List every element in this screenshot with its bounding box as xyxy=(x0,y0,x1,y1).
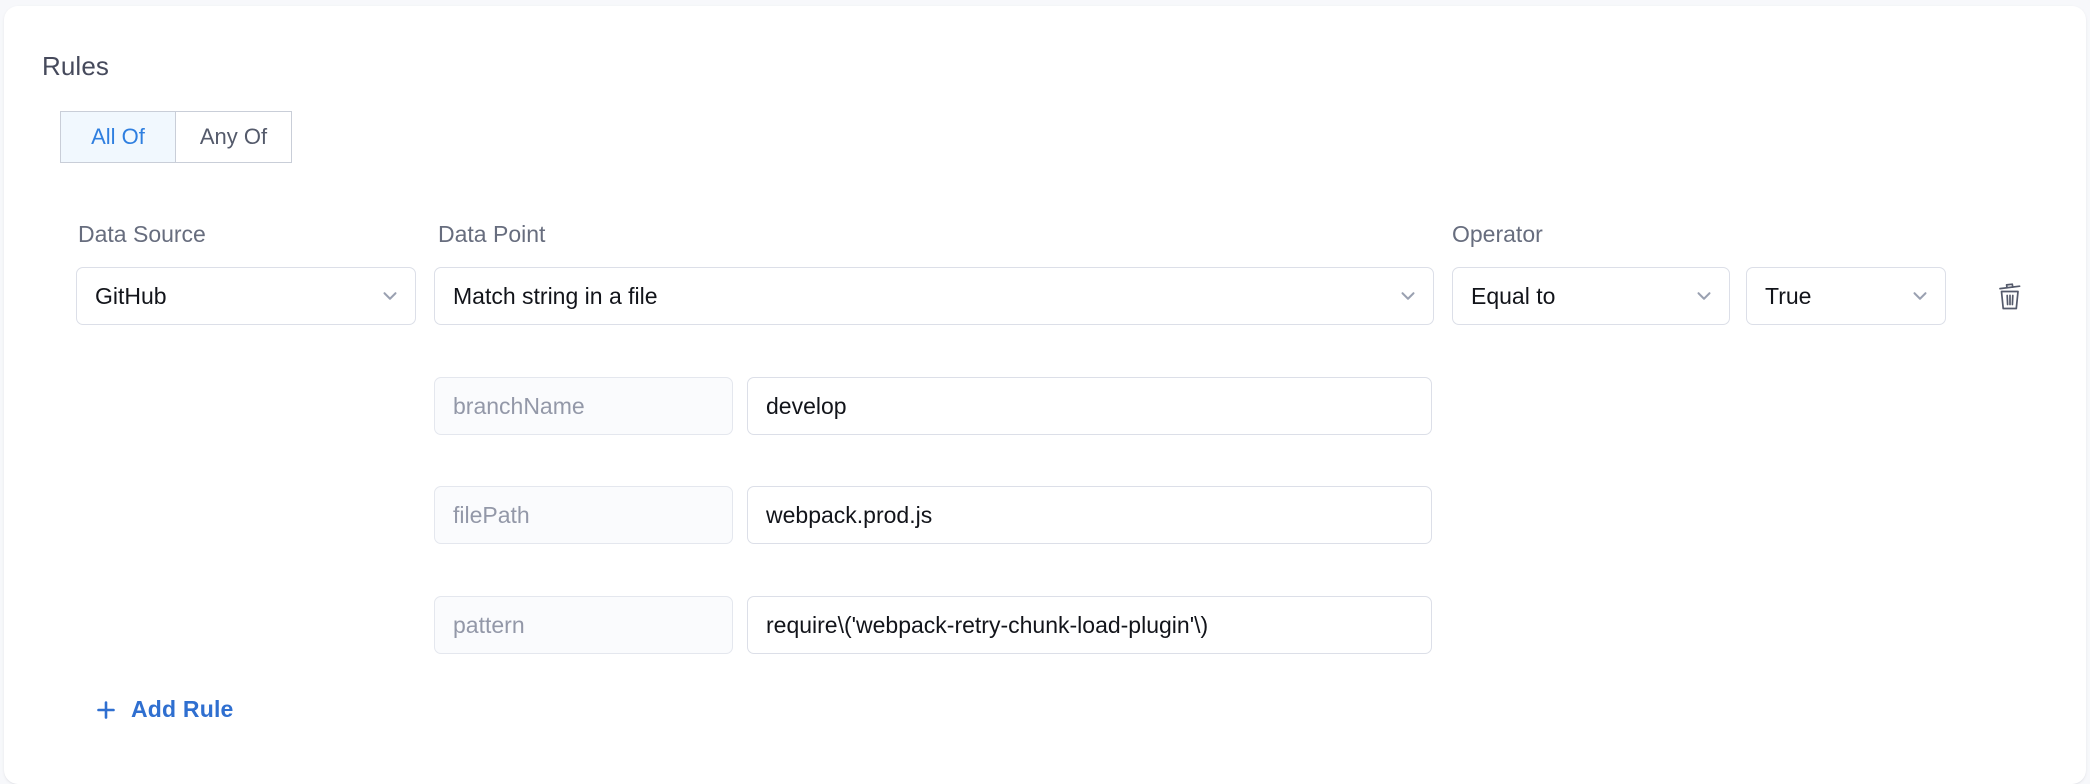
parameter-value-branchname[interactable]: develop xyxy=(747,377,1432,435)
match-type-toggle-group: All Of Any Of xyxy=(60,111,292,163)
data-source-value: GitHub xyxy=(95,282,167,309)
parameter-key-branchname: branchName xyxy=(434,377,733,435)
parameter-value-filepath[interactable]: webpack.prod.js xyxy=(747,486,1432,544)
parameter-row: branchName develop xyxy=(434,377,1432,435)
add-rule-label: Add Rule xyxy=(131,696,234,722)
trash-icon xyxy=(1995,280,2025,312)
data-source-label: Data Source xyxy=(78,221,206,247)
data-point-value: Match string in a file xyxy=(453,282,658,309)
chevron-down-icon xyxy=(1397,285,1419,307)
delete-rule-button[interactable] xyxy=(1982,268,2038,324)
chevron-down-icon xyxy=(379,285,401,307)
operator-value-select[interactable]: True xyxy=(1746,267,1946,325)
parameter-row: filePath webpack.prod.js xyxy=(434,486,1432,544)
operator-value: Equal to xyxy=(1471,282,1556,309)
chevron-down-icon xyxy=(1909,285,1931,307)
parameter-row: pattern require\('webpack-retry-chunk-lo… xyxy=(434,596,1432,654)
plus-icon xyxy=(94,698,118,722)
chevron-down-icon xyxy=(1693,285,1715,307)
operator-select[interactable]: Equal to xyxy=(1452,267,1730,325)
data-point-label: Data Point xyxy=(438,221,546,247)
rules-card-inner: Rules All Of Any Of Data Source Data Poi… xyxy=(4,6,2086,784)
parameter-value-pattern[interactable]: require\('webpack-retry-chunk-load-plugi… xyxy=(747,596,1432,654)
rules-card: Rules All Of Any Of Data Source Data Poi… xyxy=(4,6,2086,784)
parameter-key-filepath: filePath xyxy=(434,486,733,544)
parameter-key-pattern: pattern xyxy=(434,596,733,654)
add-rule-button[interactable]: Add Rule xyxy=(94,696,234,723)
toggle-all-of[interactable]: All Of xyxy=(60,111,176,163)
data-point-select[interactable]: Match string in a file xyxy=(434,267,1434,325)
operator-value-text: True xyxy=(1765,282,1812,309)
data-source-select[interactable]: GitHub xyxy=(76,267,416,325)
operator-label: Operator xyxy=(1452,221,1543,247)
page-title: Rules xyxy=(42,51,109,81)
toggle-any-of[interactable]: Any Of xyxy=(176,111,292,163)
